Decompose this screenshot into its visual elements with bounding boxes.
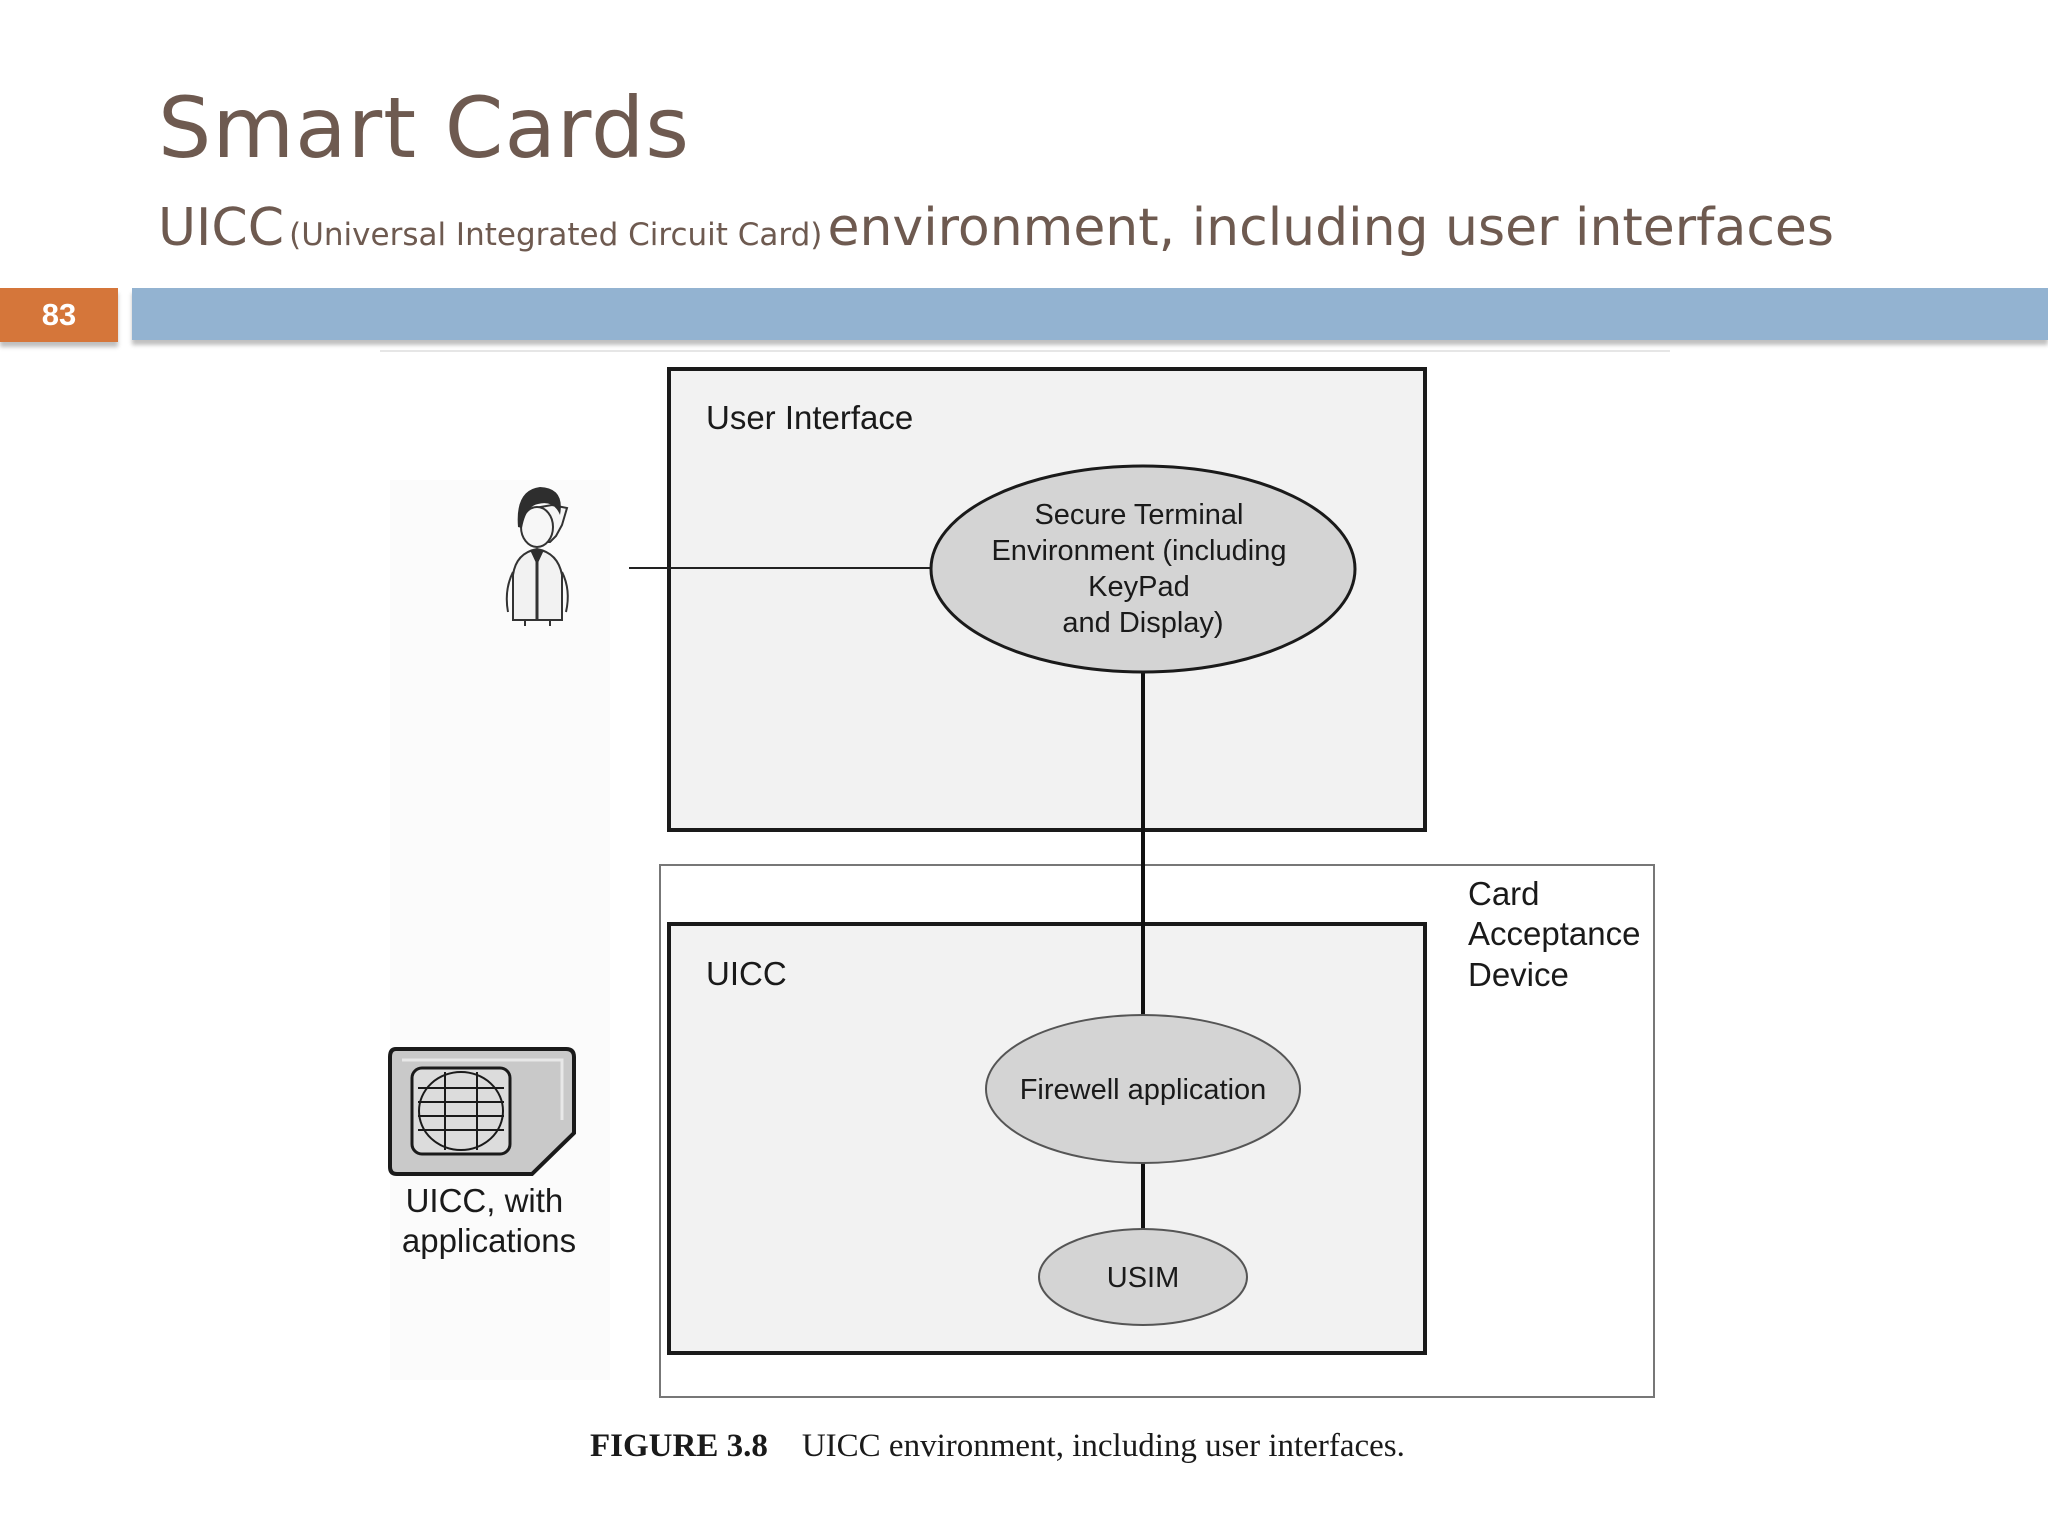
left-panel bbox=[390, 480, 610, 1380]
diagram-canvas: Card Acceptance Device User Interface UI… bbox=[380, 350, 1670, 1398]
uicc-label: UICC bbox=[706, 955, 787, 992]
firewall-ellipse bbox=[985, 1014, 1301, 1164]
figure-caption: FIGURE 3.8 UICC environment, including us… bbox=[590, 1428, 1405, 1465]
slide-title: Smart Cards bbox=[158, 79, 691, 177]
card-acceptance-label: Card Acceptance Device bbox=[1468, 875, 1650, 993]
slide-subtitle: UICC (Universal Integrated Circuit Card)… bbox=[158, 198, 1835, 258]
figure-number: FIGURE 3.8 bbox=[590, 1428, 768, 1464]
person-icon bbox=[505, 487, 569, 626]
page-number-badge: 83 bbox=[0, 288, 118, 342]
figure-caption-text: UICC environment, including user interfa… bbox=[801, 1428, 1405, 1464]
figure-frame-line bbox=[380, 350, 1670, 352]
subtitle-parenthetical: (Universal Integrated Circuit Card) bbox=[289, 217, 823, 253]
user-interface-label: User Interface bbox=[706, 399, 913, 436]
sim-card-icon bbox=[388, 1047, 576, 1176]
secure-terminal-label: Secure Terminal Environment (including K… bbox=[991, 499, 1294, 639]
usim-label: USIM bbox=[1107, 1262, 1180, 1294]
sim-caption: UICC, with applications bbox=[402, 1182, 576, 1259]
header-bar bbox=[132, 288, 2048, 340]
uicc-diagram: Card Acceptance Device User Interface UI… bbox=[380, 350, 1670, 1470]
subtitle-suffix: environment, including user interfaces bbox=[827, 198, 1835, 258]
firewall-label: Firewell application bbox=[1020, 1074, 1267, 1106]
usim-ellipse bbox=[1038, 1228, 1248, 1326]
subtitle-prefix: UICC bbox=[158, 198, 285, 258]
secure-terminal-ellipse bbox=[929, 464, 1357, 674]
